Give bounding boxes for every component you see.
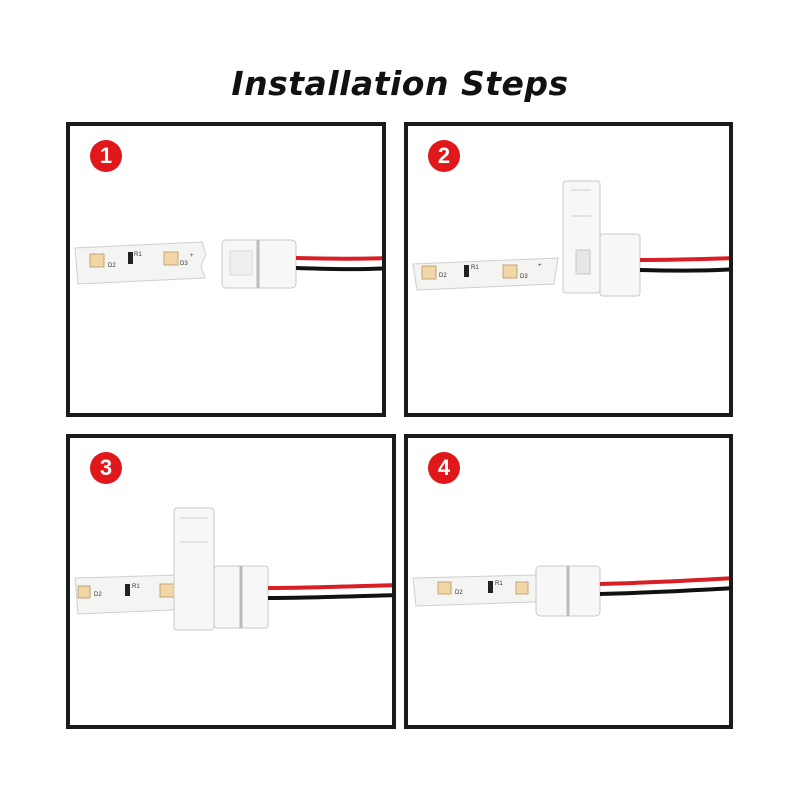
polarity-plus-label: + bbox=[538, 263, 542, 269]
led-chip-icon bbox=[502, 264, 518, 279]
led-chip-icon bbox=[515, 581, 529, 595]
led-strip: D2 R1 D3 + bbox=[74, 241, 207, 285]
strip-connector bbox=[221, 239, 297, 289]
wires bbox=[295, 256, 382, 272]
step-number-badge-2: 2 bbox=[428, 140, 460, 172]
step-panel-2: 2 D2 R1 D3 + bbox=[404, 122, 733, 417]
led-label-d3: D3 bbox=[180, 261, 188, 267]
resistor-icon bbox=[128, 252, 133, 264]
led-chip-icon bbox=[421, 265, 437, 280]
wires bbox=[599, 576, 729, 596]
resistor-icon bbox=[488, 581, 493, 593]
led-strip: D2 R1 D3 + bbox=[412, 257, 559, 291]
strip-connector bbox=[213, 565, 269, 629]
step-1-illustration: D2 R1 D3 + bbox=[74, 239, 382, 289]
resistor-label-r1: R1 bbox=[134, 252, 142, 258]
led-chip-icon bbox=[437, 581, 452, 595]
led-chip-icon bbox=[89, 253, 105, 268]
step-number-badge-4: 4 bbox=[428, 452, 460, 484]
connector-clip-open bbox=[562, 180, 601, 294]
step-2-illustration: D2 R1 D3 + bbox=[412, 180, 729, 297]
wires bbox=[267, 583, 392, 600]
step-panel-3: 3 D2 R1 D3 + - bbox=[66, 434, 396, 729]
led-label-d3: D3 bbox=[520, 274, 528, 280]
resistor-label-r1: R1 bbox=[495, 581, 503, 587]
led-chip-icon bbox=[163, 251, 179, 266]
step-number-badge-1: 1 bbox=[90, 140, 122, 172]
resistor-icon bbox=[464, 265, 469, 277]
strip-connector bbox=[535, 565, 601, 617]
step-3-illustration: D2 R1 D3 + - bbox=[74, 507, 392, 631]
led-chip-icon bbox=[77, 585, 91, 599]
step-panel-4: 4 D2 R1 bbox=[404, 434, 733, 729]
step-panel-1: 1 D2 R1 D3 + bbox=[66, 122, 386, 417]
strip-connector bbox=[599, 233, 641, 297]
led-label-d2: D2 bbox=[108, 263, 116, 269]
led-label-d2: D2 bbox=[439, 273, 447, 279]
resistor-label-r1: R1 bbox=[471, 265, 479, 271]
resistor-label-r1: R1 bbox=[132, 584, 140, 590]
page-title: Installation Steps bbox=[231, 64, 569, 103]
led-label-d2: D2 bbox=[94, 592, 102, 598]
resistor-icon bbox=[125, 584, 130, 596]
step-number-badge-3: 3 bbox=[90, 452, 122, 484]
led-label-d2: D2 bbox=[455, 590, 463, 596]
led-chip-icon bbox=[159, 583, 175, 598]
wires bbox=[639, 256, 729, 273]
connector-clip-open bbox=[173, 507, 215, 631]
led-strip: D2 R1 bbox=[412, 574, 537, 607]
step-4-illustration: D2 R1 bbox=[412, 565, 729, 617]
polarity-plus-label: + bbox=[190, 253, 194, 259]
